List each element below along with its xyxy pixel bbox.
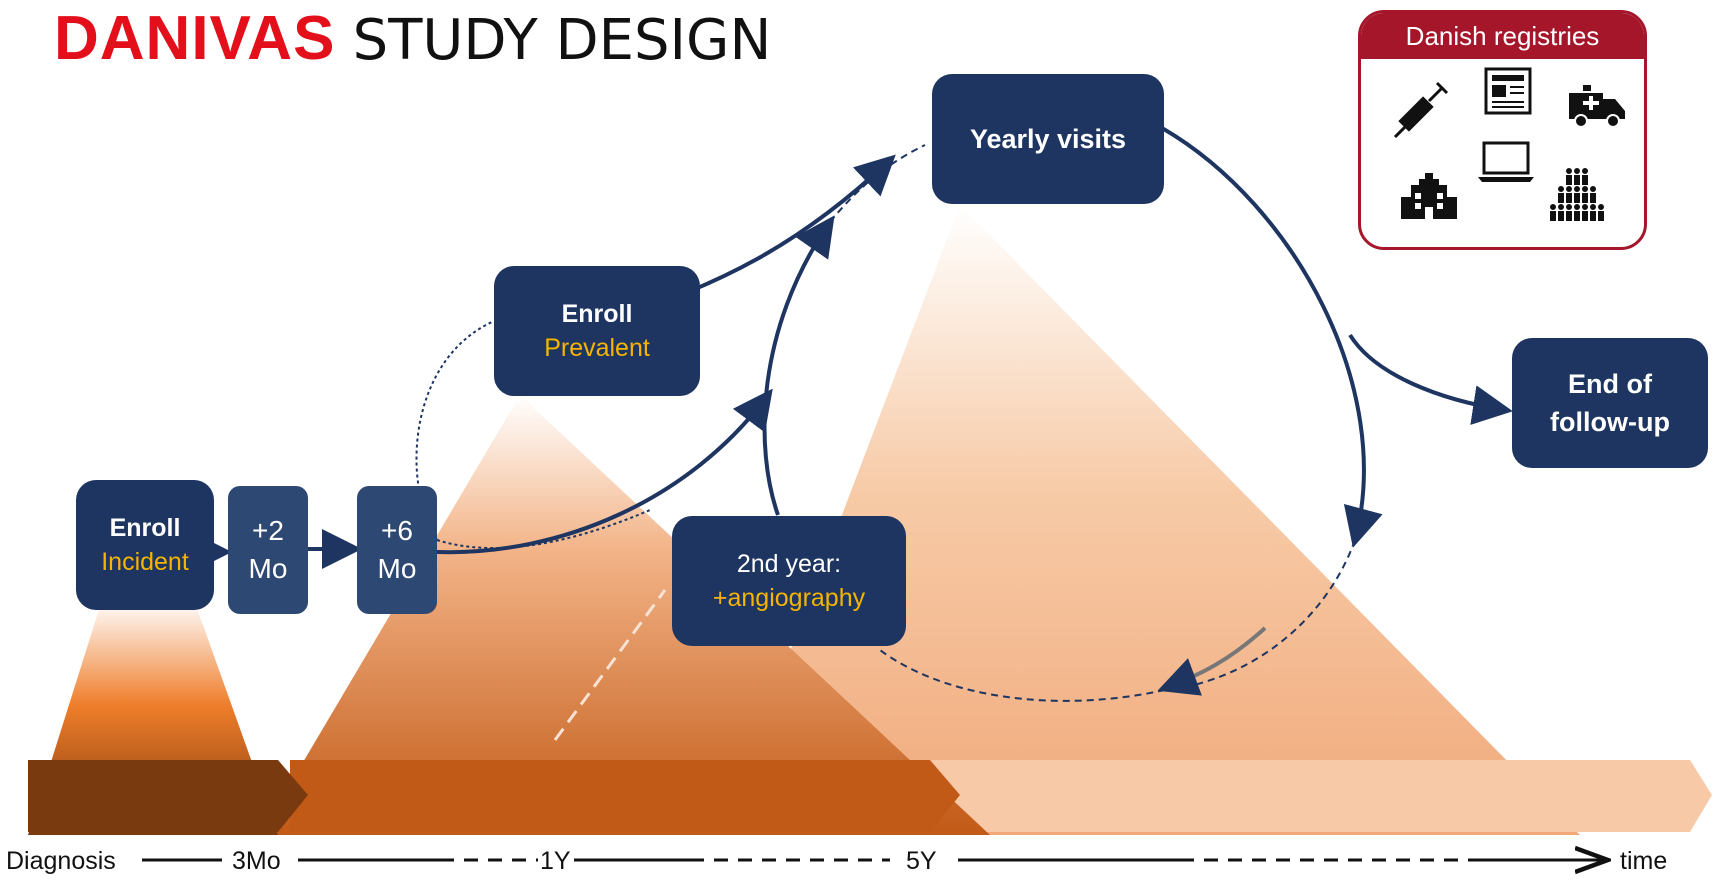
plus-2-mo-line2: Mo — [248, 553, 288, 584]
axis-label-1y: 1Y — [540, 847, 571, 875]
enroll-incident-sublabel: Incident — [101, 548, 189, 576]
second-year-label: 2nd year: — [736, 550, 842, 578]
axis-label-diagnosis: Diagnosis — [6, 847, 116, 875]
danish-registries-panel: Danish registries — [1358, 10, 1647, 250]
phase-triangle-late — [720, 205, 1580, 835]
title-rest: STUDY DESIGN — [352, 8, 772, 73]
yearly-visits-box: Yearly visits — [932, 74, 1164, 204]
axis-label-time: time — [1620, 847, 1668, 875]
page-title: DANIVAS STUDY DESIGN — [54, 4, 771, 76]
plus-6-mo-line1: +6 — [381, 515, 413, 546]
phase-triangle-mid — [260, 395, 990, 835]
plus-2-mo-line1: +2 — [252, 515, 284, 546]
second-year-sublabel: +angiography — [712, 584, 866, 612]
hospital-icon — [1401, 173, 1457, 219]
newspaper-icon — [1484, 67, 1532, 115]
plus-2-mo-box: +2 Mo — [228, 486, 308, 614]
axis-label-5y: 5Y — [906, 847, 937, 875]
ambulance-icon — [1569, 85, 1625, 128]
enroll-incident-box: Enroll Incident — [76, 480, 214, 610]
enroll-prevalent-sublabel: Prevalent — [544, 334, 650, 362]
enroll-prevalent-box: Enroll Prevalent — [494, 266, 700, 396]
registries-icons — [1393, 67, 1625, 221]
plus-6-mo-line2: Mo — [377, 553, 417, 584]
end-of-followup-line2: follow-up — [1550, 407, 1670, 437]
second-year-box: 2nd year: +angiography — [672, 516, 906, 646]
plus-6-mo-box: +6 Mo — [357, 486, 437, 614]
timeline-band-late — [860, 760, 1712, 832]
population-icon — [1550, 168, 1604, 221]
end-of-followup-box: End of follow-up — [1512, 338, 1708, 468]
enroll-prevalent-label: Enroll — [561, 300, 633, 328]
end-of-followup-line1: End of — [1568, 369, 1652, 399]
laptop-icon — [1478, 141, 1534, 182]
axis-label-3mo: 3Mo — [232, 847, 281, 875]
yearly-visits-label: Yearly visits — [969, 124, 1127, 154]
timeline-band-early — [28, 760, 308, 832]
title-brand: DANIVAS — [54, 4, 336, 73]
registries-header: Danish registries — [1361, 13, 1644, 59]
timeline-band-mid — [290, 760, 960, 832]
enroll-incident-label: Enroll — [109, 514, 181, 542]
syringe-icon — [1393, 81, 1449, 139]
